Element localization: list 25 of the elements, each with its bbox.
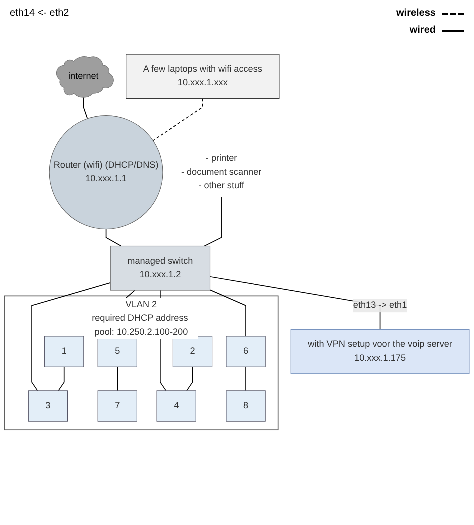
connector: [210, 290, 246, 337]
node-box: A few laptops with wifi access 10.xxx.1.xxx: [126, 54, 280, 100]
node-box: managed switch 10.xxx.1.2: [110, 246, 211, 291]
connector: [152, 98, 204, 142]
connector: [32, 282, 112, 392]
legend-label: wireless: [396, 8, 436, 19]
node-box: 8: [226, 390, 266, 422]
connector: [58, 366, 65, 392]
node-box: 4: [156, 390, 196, 422]
connector: [204, 196, 222, 247]
node-box: 3: [28, 390, 68, 422]
legend-label: wired: [410, 25, 436, 36]
node-box: 6: [226, 336, 266, 368]
port-mapping-note: eth14 <- eth2: [10, 8, 70, 19]
connector: [106, 228, 122, 247]
node-box: 1: [44, 336, 84, 368]
node-box: 2: [172, 336, 213, 368]
node-text: - printer - document scanner - other stuff: [181, 154, 262, 191]
node-circle: Router (wifi) (DHCP/DNS) 10.xxx.1.1: [49, 116, 164, 230]
connector: [117, 366, 118, 392]
node-box: with VPN setup voor the voip server 10.xxx.1.175: [290, 329, 470, 374]
edge-label: eth13 -> eth1: [353, 300, 408, 310]
node-box: 7: [98, 390, 138, 422]
connector: [83, 96, 88, 120]
connector: [186, 366, 194, 392]
